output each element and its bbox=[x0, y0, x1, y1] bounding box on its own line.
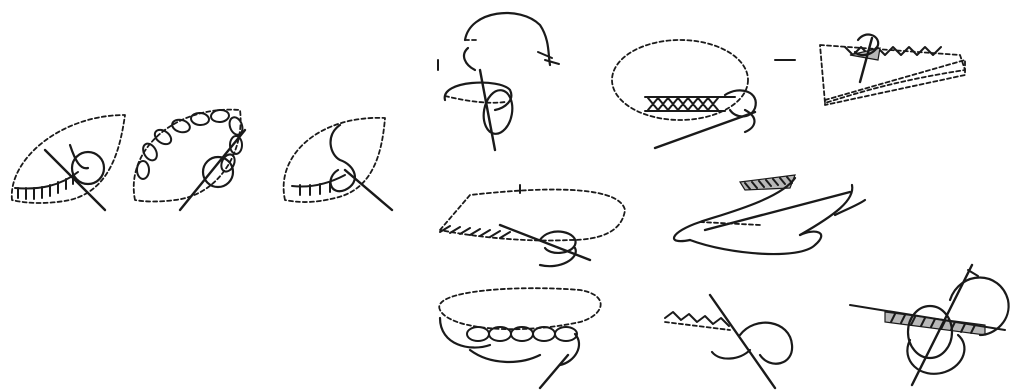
blanket-stitch-leaf bbox=[12, 115, 125, 210]
oval-cross-stitch bbox=[612, 40, 795, 148]
cross-stitch-icon bbox=[645, 97, 735, 111]
oval-chain-stitch bbox=[439, 288, 600, 388]
zigzag-needle-icon bbox=[665, 312, 730, 330]
chain-stitch-leaf bbox=[134, 109, 245, 210]
satin-wave-stitch bbox=[674, 175, 865, 254]
loop-stitch-leaf bbox=[284, 118, 392, 210]
looped-thread-hook bbox=[438, 13, 559, 150]
wedge-stem-stitch bbox=[440, 185, 625, 266]
zigzag-edge-strip bbox=[820, 35, 965, 105]
wrapped-cord-stitch bbox=[850, 265, 1009, 385]
blanket-stitch-icon bbox=[15, 172, 78, 199]
thread-loop-icon bbox=[445, 83, 516, 137]
chain-stitch-icon bbox=[137, 109, 245, 179]
zigzag-needle-stitch bbox=[665, 295, 792, 388]
